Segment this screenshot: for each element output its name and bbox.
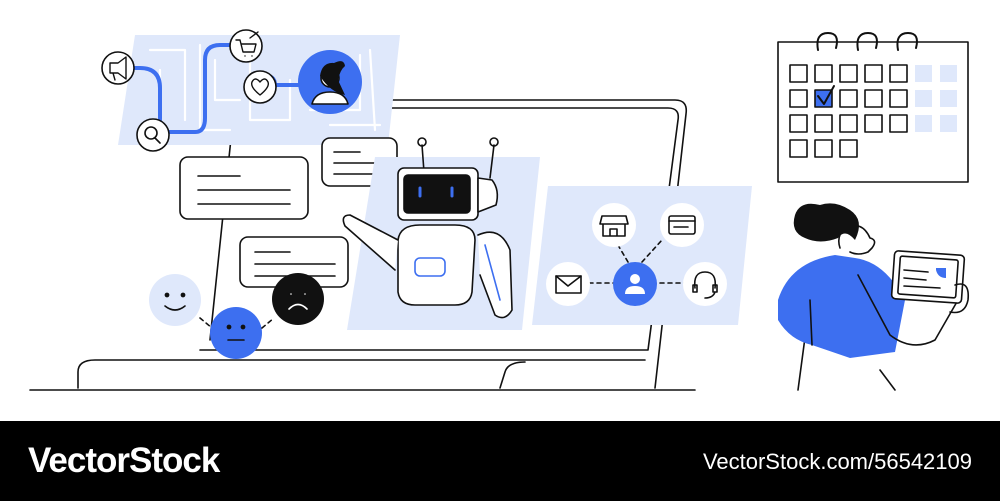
happy-face-icon: [149, 274, 201, 326]
megaphone-icon: [101, 51, 135, 85]
support-channels: [532, 186, 752, 325]
emotion-faces: [149, 273, 324, 359]
customer-journey-map: [101, 29, 400, 152]
image-reference: VectorStock.com/56542109: [702, 449, 972, 474]
sad-face-icon: [272, 273, 324, 325]
headset-icon: [683, 262, 727, 306]
browser-window-icon: [660, 203, 704, 247]
brand-logo: VectorStock: [28, 441, 220, 480]
checkmark-icon: [817, 85, 835, 105]
store-icon: [592, 203, 636, 247]
heart-icon: [243, 70, 277, 104]
neutral-face-icon: [210, 307, 262, 359]
chatbot-illustration: [29, 29, 970, 391]
watermark-footer: VectorStock VectorStock.com/56542109: [0, 421, 1000, 501]
robot: [342, 137, 540, 330]
mail-icon: [546, 262, 590, 306]
person-with-tablet: [778, 203, 970, 391]
shopping-cart-icon: [229, 29, 263, 63]
search-icon: [136, 118, 170, 152]
calendar-icon: [777, 32, 969, 183]
